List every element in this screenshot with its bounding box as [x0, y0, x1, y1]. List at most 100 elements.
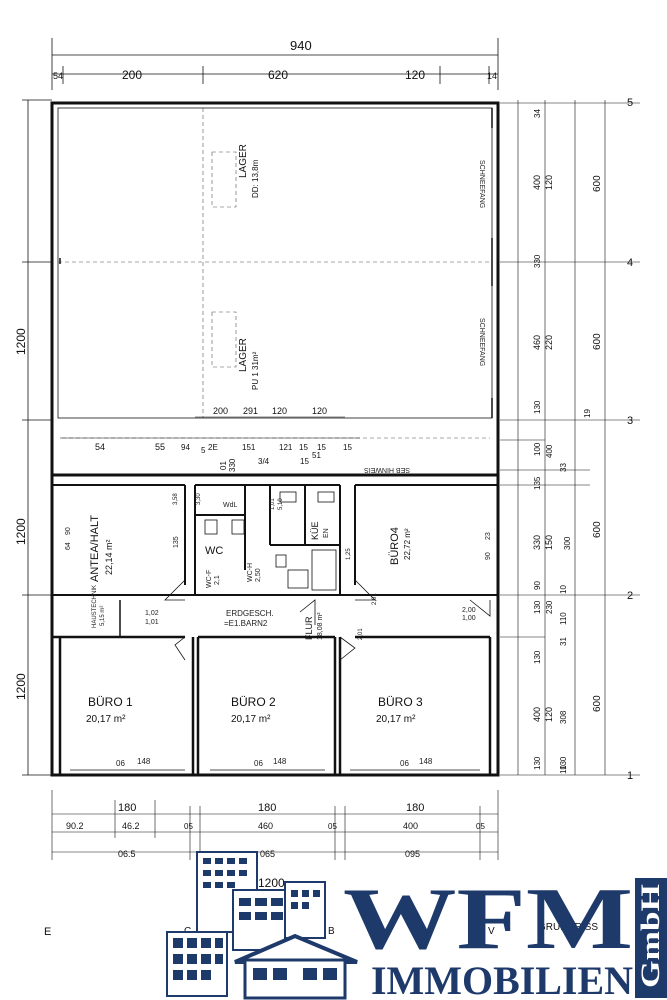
misc-10: 90 [65, 527, 72, 535]
wc-fixtures [204, 491, 337, 591]
misc-9: 64 [65, 542, 72, 550]
window-label-1b: 148 [137, 757, 151, 766]
rc1-21: 130 [559, 756, 568, 770]
bottom-misc-v: V [488, 926, 495, 937]
buero2-label: BÜRO 2 [231, 695, 276, 709]
window-label-2a: 06 [254, 759, 263, 768]
inner-dimension-lines [60, 416, 360, 439]
haustechnik-area: 5,15 m² [100, 606, 106, 626]
office-walls [52, 635, 492, 775]
misc-15: 2,00 [462, 607, 476, 614]
inner-row2-g: 121 [279, 443, 293, 452]
rc1-14: 230 [545, 600, 554, 614]
bottom-misc-grundriss: GRUNDRISS [538, 922, 598, 933]
corridor-label: SEB HINWEIS [364, 466, 410, 473]
bottom-r1-b: 180 [258, 802, 276, 814]
rc2-0: 600 [592, 175, 603, 192]
misc-13: 1,01 [145, 619, 159, 626]
rc1-13: 130 [533, 600, 542, 614]
inner-row1-b: 291 [243, 406, 258, 416]
axis-label-3: 3 [627, 415, 633, 427]
inner-row2-c: 94 [181, 443, 190, 452]
rc2-6: 300 [563, 536, 572, 550]
rc1-11: 150 [544, 535, 554, 550]
logo-immobilien-text: IMMOBILIEN [371, 958, 633, 1000]
skylight-bottom-label: SCHNEEFANG [478, 318, 485, 366]
buero2-area: 20,17 m² [231, 714, 271, 725]
bottom-r2-e: 05 [328, 822, 337, 831]
inner-row1-d: 120 [312, 406, 327, 416]
rc1-22: 10 [559, 765, 568, 774]
logo-wfm-text: WFM [343, 871, 633, 968]
lager-top-area: DD: 13,8m [251, 159, 260, 198]
buero1-area: 20,17 m² [86, 714, 126, 725]
logo-gmbh-text: GmbH [636, 884, 665, 988]
rc1-5: 220 [544, 335, 554, 350]
dim-top-total: 940 [290, 38, 312, 53]
dim-left-3: 1200 [14, 673, 28, 700]
anteahalt-label: ANTEA/HALT [89, 515, 101, 582]
misc-2: 3,30 [196, 493, 202, 505]
logo-gmbh-box [635, 878, 667, 998]
misc-17: 2,01 [358, 628, 364, 640]
rc1-12: 90 [533, 581, 542, 590]
axis-label-1: 1 [627, 770, 633, 782]
bottom-misc-1200: 1200 [258, 876, 285, 890]
skylight-marks [59, 108, 493, 418]
wc-label: WC [205, 545, 223, 557]
bottom-r2-d: 460 [258, 821, 273, 831]
inner-row3-c: 3/4 [258, 457, 270, 466]
misc-7: 90 [485, 552, 492, 560]
kue-area: EN [323, 528, 330, 538]
misc-11: 135 [173, 536, 180, 548]
buero4-area: 22,72 m² [403, 528, 412, 560]
lager-mid-area: PU 1 31m² [251, 351, 260, 390]
inner-row2-j: 15 [343, 443, 352, 452]
rc2-2: 600 [592, 521, 603, 538]
left-dimension-lines [22, 99, 52, 776]
bottom-r1-c: 180 [406, 802, 424, 814]
inner-row2-a: 54 [95, 442, 105, 452]
rc1-20: 120 [544, 707, 554, 722]
company-logo: WFM IMMOBILIEN GmbH [166, 851, 667, 1000]
bottom-r2-c: 05 [184, 822, 193, 831]
rc1-1: 400 [532, 175, 542, 190]
misc-3: WdL [223, 502, 238, 509]
axis-label-5: 5 [627, 97, 633, 109]
rc1-7: 100 [533, 442, 542, 456]
buero3-area: 20,17 m² [376, 714, 416, 725]
right-col1-text: 34 400 120 330 460 220 130 100 400 135 3… [532, 109, 568, 774]
misc-1: 3,58 [173, 493, 179, 505]
misc-14: 2,01 [372, 593, 378, 605]
bottom-r1-a: 180 [118, 802, 136, 814]
right-col2-text: 600 600 600 600 19 33 300 10 308 [559, 175, 603, 724]
rc2-3: 600 [592, 695, 603, 712]
rc1-2: 120 [544, 175, 554, 190]
rc1-9: 135 [533, 476, 542, 490]
dim-top-seg-5: 14 [487, 71, 497, 81]
flur-area: 18,08 m² [317, 612, 324, 640]
wc-small2-label: WC-H [247, 563, 254, 582]
bottom-r2-g: 05 [476, 822, 485, 831]
misc-5: 5,10 [278, 498, 284, 510]
bottom-r3-c: 095 [405, 849, 420, 859]
outer-walls [50, 101, 500, 777]
bottom-r2-b: 46.2 [122, 821, 140, 831]
rc2-4: 19 [583, 409, 592, 418]
window-label-1a: 06 [116, 759, 125, 768]
rc1-19: 400 [532, 707, 542, 722]
dim-left-1: 1200 [14, 328, 28, 355]
wc-small2-area: 2,50 [255, 568, 262, 582]
rc2-8: 308 [559, 710, 568, 724]
rc2-5: 33 [559, 463, 568, 472]
window-label-3b: 148 [419, 757, 433, 766]
inner-row2-d: 5 [201, 446, 206, 455]
haustechnik-label: HAUSTECHNIK [92, 585, 98, 628]
inner-row2-i: 15 [317, 443, 326, 452]
bottom-r2-f: 400 [403, 821, 418, 831]
inner-row3-d: 15 [300, 457, 309, 466]
bottom-misc-e: E [44, 926, 51, 938]
inner-row3-e: 51 [312, 451, 321, 460]
rc1-6: 130 [533, 400, 542, 414]
